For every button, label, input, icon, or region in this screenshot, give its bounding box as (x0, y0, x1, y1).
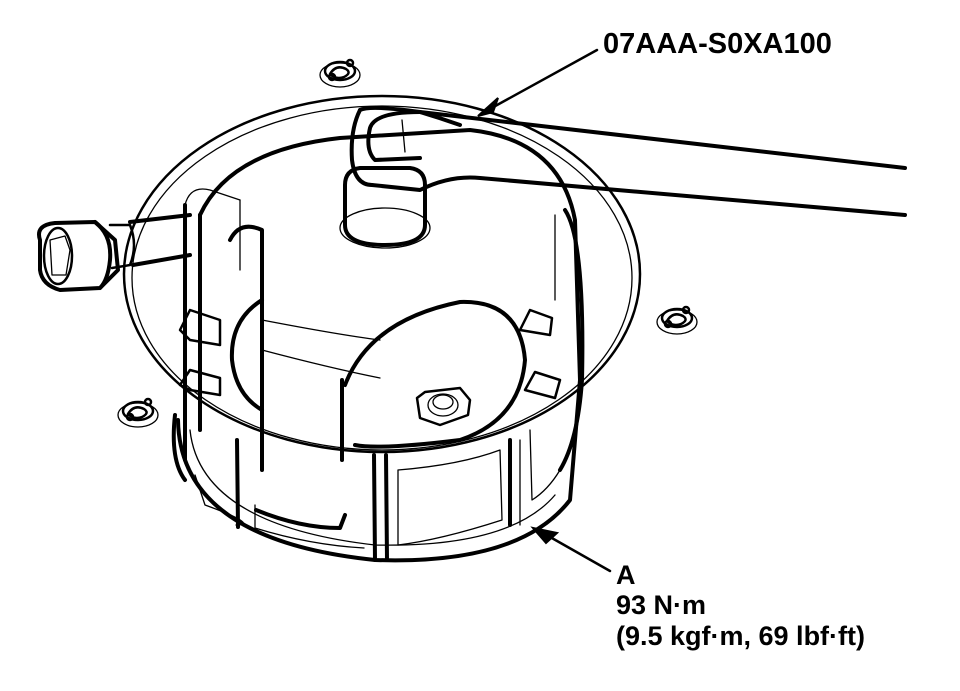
part-a-label: A (616, 560, 636, 590)
mounting-nut-right (656, 305, 698, 335)
tool-callout-leader (477, 48, 599, 117)
tool-number-label: 07AAA-S0XA100 (603, 28, 832, 60)
tank-opening-ring (122, 94, 642, 454)
mounting-nut-top (319, 58, 361, 88)
part-callout-leader (530, 526, 612, 573)
special-tool-wrench (339, 105, 907, 249)
torque-primary-value: 93 N·m (616, 590, 707, 620)
fuel-pump-unit (178, 128, 585, 472)
electrical-connector (37, 213, 192, 292)
mounting-nut-left (117, 397, 159, 428)
lock-ring (171, 378, 582, 563)
center-fitting (415, 386, 472, 427)
torque-secondary-value: (9.5 kgf·m, 69 lbf·ft) (616, 621, 866, 651)
